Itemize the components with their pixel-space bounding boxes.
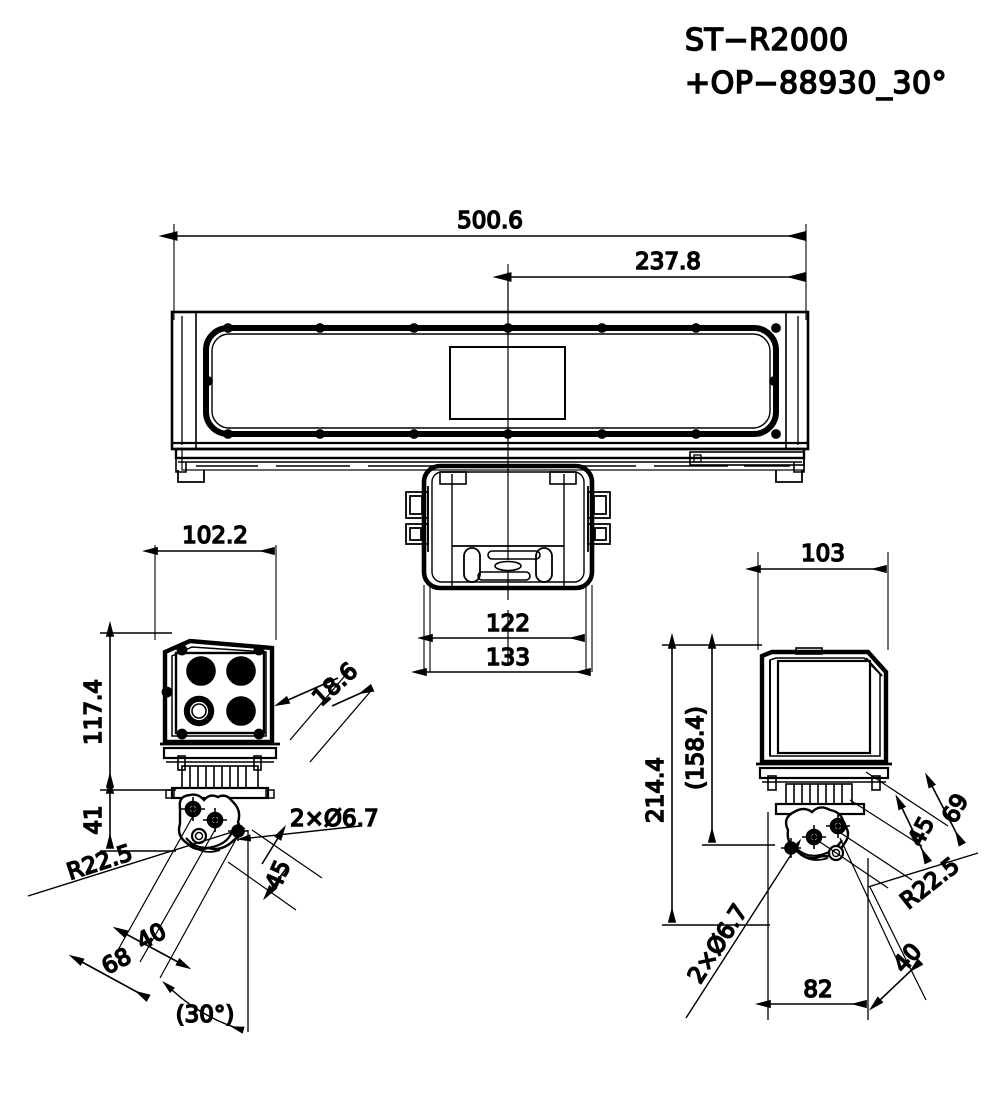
pivot-marks [181, 797, 248, 845]
right-mount-knuckle [781, 806, 850, 862]
dim-237-8: 237.8 [492, 248, 806, 282]
dim-133: 133 [410, 644, 591, 677]
dim-117-4: 117.4 [80, 620, 115, 788]
callout-2x-dia-6-7-right-label: 2×Ø6.7 [683, 900, 753, 988]
dim-500-6-label: 500.6 [457, 208, 523, 234]
dim-102-2-label: 102.2 [182, 523, 248, 549]
dim-117-4-label: 117.4 [81, 679, 107, 745]
dim-18-6: 18.6 [274, 657, 375, 763]
dim-41: 41 [80, 777, 115, 849]
right-pivot-cluster [587, 486, 611, 552]
left-view-corner-screws [161, 644, 265, 740]
left-pivot-cluster [405, 486, 429, 552]
dim-103-label: 103 [801, 541, 845, 567]
top-screw-row [223, 323, 781, 333]
dim-30-deg: (30°) [162, 830, 249, 1034]
dim-102-2: 102.2 [141, 522, 275, 556]
title-line-2: +OP−88930_30° [685, 66, 947, 101]
dim-41-label: 41 [81, 805, 107, 834]
dim-500-6: 500.6 [158, 207, 806, 241]
top-view: 500.6 237.8 [158, 207, 810, 665]
ribbed-connector [181, 765, 259, 789]
right-ribbed-connector [785, 783, 853, 805]
dim-158-4: (158.4) [682, 632, 717, 843]
dim-214-4-label: 214.4 [643, 757, 669, 823]
dim-40-right: 40 [839, 837, 928, 1011]
dim-82: 82 [754, 976, 867, 1009]
left-mount-knuckle [177, 793, 248, 853]
dim-40-left-label: 40 [133, 918, 171, 955]
dim-237-8-label: 237.8 [635, 249, 701, 275]
dim-82-label: 82 [803, 977, 832, 1003]
callout-2x-dia-6-7-left-label: 2×Ø6.7 [290, 806, 379, 832]
side-screws [203, 376, 779, 386]
callout-2x-dia-6-7-left: 2×Ø6.7 [236, 805, 379, 842]
title-line-1: ST−R2000 [685, 23, 849, 58]
dim-18-6-label: 18.6 [308, 658, 363, 712]
dim-122: 122 [416, 610, 585, 643]
callout-r22-5-left-label: R22.5 [64, 840, 136, 885]
dim-214-4: 214.4 [642, 632, 677, 923]
callout-r22-5-left: R22.5 [27, 827, 246, 897]
callout-2x-dia-6-7-right: 2×Ø6.7 [682, 838, 802, 1019]
dim-133-label: 133 [486, 645, 530, 671]
dim-68-label: 68 [98, 943, 136, 980]
dim-45-left: 45 [227, 825, 323, 911]
left-side-view: 102.2 [27, 522, 379, 1034]
dim-45-right-label: 45 [903, 813, 940, 851]
center-view: 122 133 [405, 463, 611, 677]
bottom-screw-row [223, 429, 781, 439]
right-side-view: 103 [642, 540, 979, 1020]
dim-40-right-label: 40 [888, 939, 927, 978]
dim-158-4-label: (158.4) [683, 706, 709, 790]
connector-ports [183, 656, 256, 727]
dim-103: 103 [744, 540, 887, 574]
dim-30-deg-label: (30°) [176, 1002, 235, 1028]
dim-122-label: 122 [486, 611, 530, 637]
callout-r22-5-right-label: R22.5 [896, 853, 965, 915]
